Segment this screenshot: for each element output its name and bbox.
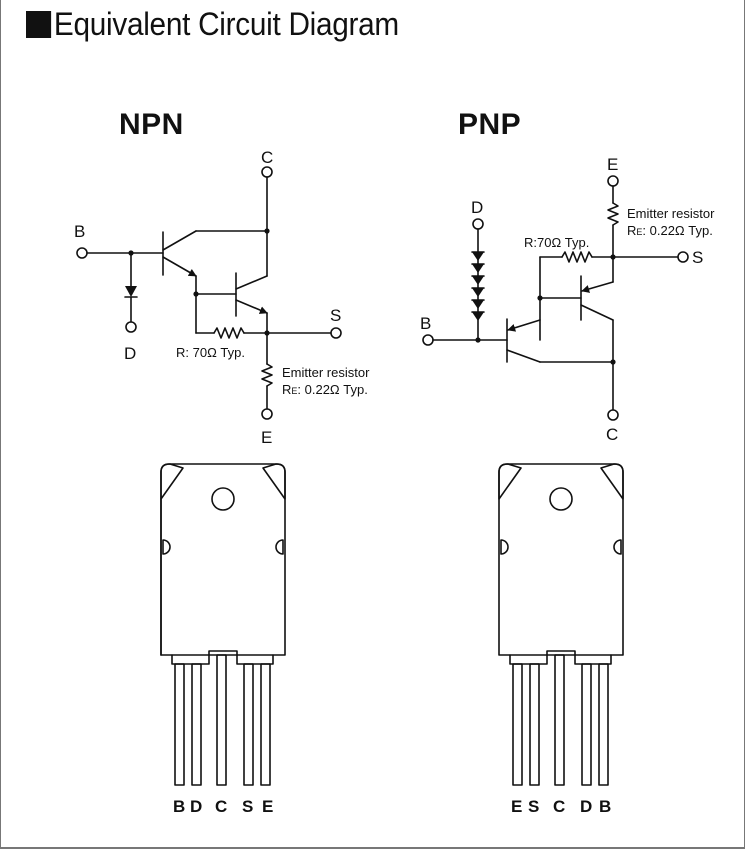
npn-lead-label-2: D <box>190 797 202 816</box>
pnp-pin-s-label: S <box>692 248 703 267</box>
pnp-circuit: E Emitter resistor RE: 0.22Ω Typ. S R:70… <box>420 155 715 444</box>
npn-pin-c-label: C <box>261 148 273 167</box>
npn-pin-s-label: S <box>330 306 341 325</box>
pnp-pin-b-terminal <box>422 334 434 346</box>
pnp-lead-label-3: C <box>553 797 565 816</box>
npn-pin-d-label: D <box>124 344 136 363</box>
npn-circuit: C B D R: 70Ω Typ. <box>74 148 370 447</box>
pnp-mounting-hole <box>549 487 573 511</box>
npn-pin-d-terminal <box>125 321 137 333</box>
pnp-pin-b-label: B <box>420 314 431 333</box>
pnp-lead-label-2: S <box>528 797 539 816</box>
npn-pin-b-terminal <box>76 247 88 259</box>
npn-pin-e-terminal <box>261 408 273 420</box>
pnp-package: E S C D B <box>498 463 624 816</box>
pnp-lead-label-5: B <box>599 797 611 816</box>
pnp-lead-label-4: D <box>580 797 592 816</box>
npn-pin-e-label: E <box>261 428 272 447</box>
npn-pin-c-terminal <box>261 166 273 178</box>
pnp-re-title: Emitter resistor <box>627 206 715 221</box>
page-title: Equivalent Circuit Diagram <box>26 6 399 43</box>
npn-lead-label-1: B <box>173 797 185 816</box>
title-square-icon <box>26 11 52 38</box>
npn-lead-label-3: C <box>215 797 227 816</box>
npn-mounting-hole <box>211 487 235 511</box>
npn-lead-label-4: S <box>242 797 253 816</box>
pnp-lead-label-1: E <box>511 797 522 816</box>
npn-package: B D C S E <box>160 463 286 816</box>
pnp-pin-c-label: C <box>606 425 618 444</box>
pnp-re-label: RE: 0.22Ω Typ. <box>627 223 713 238</box>
pnp-pin-d-label: D <box>471 198 483 217</box>
pnp-pin-e-terminal <box>607 175 619 187</box>
pnp-pin-d-terminal <box>472 218 484 230</box>
pnp-pin-s-terminal <box>677 251 689 263</box>
pnp-pin-e-label: E <box>607 155 618 174</box>
page-title-text: Equivalent Circuit Diagram <box>53 6 399 42</box>
npn-re-label: RE: 0.22Ω Typ. <box>282 382 368 397</box>
pnp-r-label: R:70Ω Typ. <box>524 235 589 250</box>
npn-heading: NPN <box>119 108 184 141</box>
npn-pin-s-terminal <box>330 327 342 339</box>
npn-pin-b-label: B <box>74 222 85 241</box>
pnp-heading: PNP <box>458 108 522 141</box>
pnp-pin-c-terminal <box>607 409 619 421</box>
npn-r-label: R: 70Ω Typ. <box>176 345 245 360</box>
npn-lead-label-5: E <box>262 797 273 816</box>
pnp-diode-stack <box>471 251 485 321</box>
npn-re-title: Emitter resistor <box>282 365 370 380</box>
